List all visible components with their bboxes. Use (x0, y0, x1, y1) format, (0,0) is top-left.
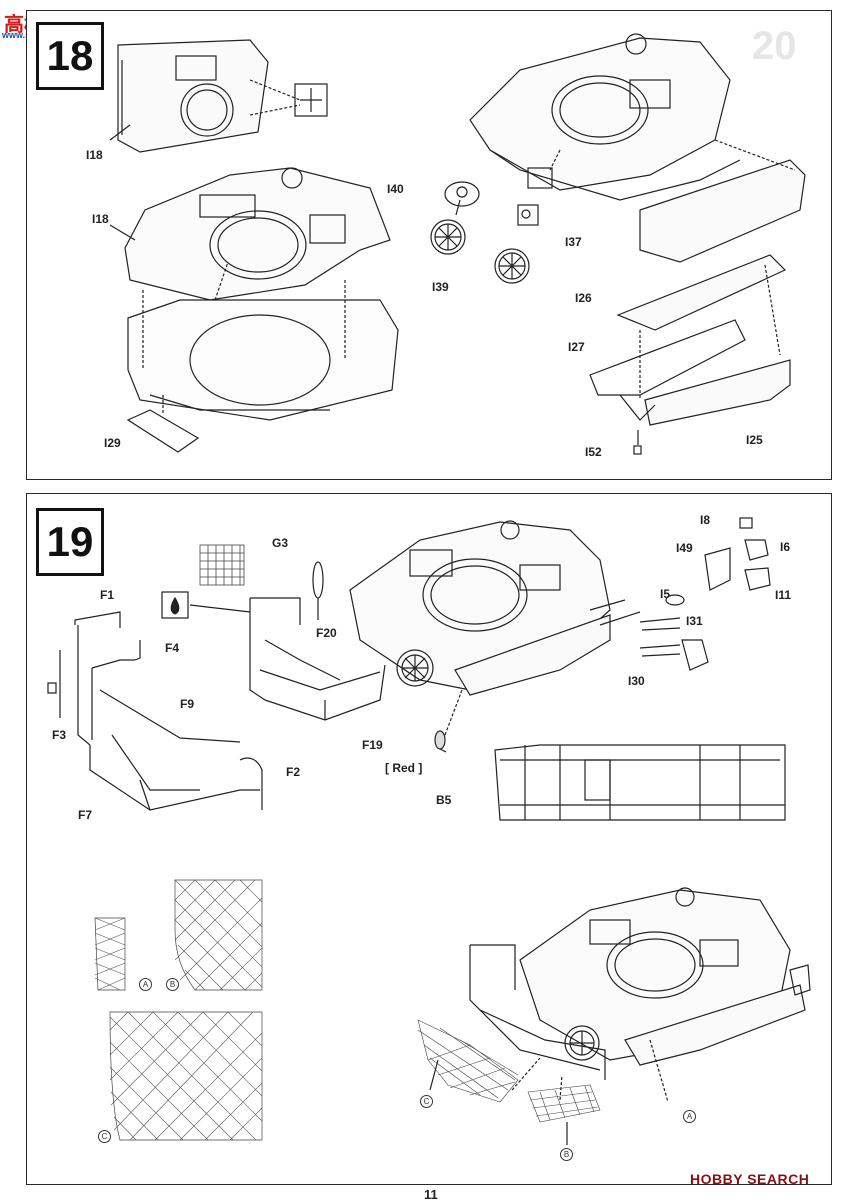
label-i49: I49 (676, 541, 693, 555)
step-18-number: 18 (36, 22, 104, 90)
footer-page-number: 11 (424, 1187, 438, 1202)
label-i18: I18 (92, 212, 109, 226)
label-f4: F4 (165, 641, 180, 655)
label-f20: F20 (316, 626, 337, 640)
label-f1: F1 (100, 588, 115, 602)
label-i30: I30 (628, 674, 645, 688)
footer-brand: HOBBY SEARCH (690, 1171, 810, 1187)
label-f2: F2 (286, 765, 301, 779)
label-b5: B5 (436, 793, 452, 807)
label-red: [ Red ] (385, 761, 423, 775)
label-i11: I11 (775, 588, 792, 602)
logo-glyph: 高 (4, 12, 24, 36)
step-19-number: 19 (36, 508, 104, 576)
label-i27: I27 (568, 340, 585, 354)
step-18-diagram (109, 33, 806, 455)
label-i29: I29 (104, 436, 121, 450)
mesh-mark-c2: C (420, 1095, 433, 1108)
label-f7: F7 (78, 808, 93, 822)
label-i8: I8 (700, 513, 711, 527)
ghost-page-number: 20 (752, 24, 797, 68)
mesh-mark-b2: B (560, 1148, 573, 1161)
label-i40: I40 (387, 182, 404, 196)
label-i26: I26 (575, 291, 592, 305)
label-f19: F19 (362, 738, 383, 752)
label-i52: I52 (585, 445, 602, 459)
label-i39: I39 (432, 280, 449, 294)
label-i31: I31 (686, 614, 703, 628)
mesh-mark-c: C (98, 1130, 111, 1143)
mesh-mark-a2: A (683, 1110, 696, 1123)
label-f3: F3 (52, 728, 67, 742)
label-i5: I5 (660, 587, 671, 601)
label-i18-top: I18 (86, 148, 103, 162)
mesh-mark-b: B (166, 978, 179, 991)
label-i6: I6 (780, 540, 791, 554)
label-g3: G3 (272, 536, 289, 550)
label-i25: I25 (746, 433, 763, 447)
mesh-mark-a: A (139, 978, 152, 991)
label-i37: I37 (565, 235, 582, 249)
label-f9: F9 (180, 697, 195, 711)
